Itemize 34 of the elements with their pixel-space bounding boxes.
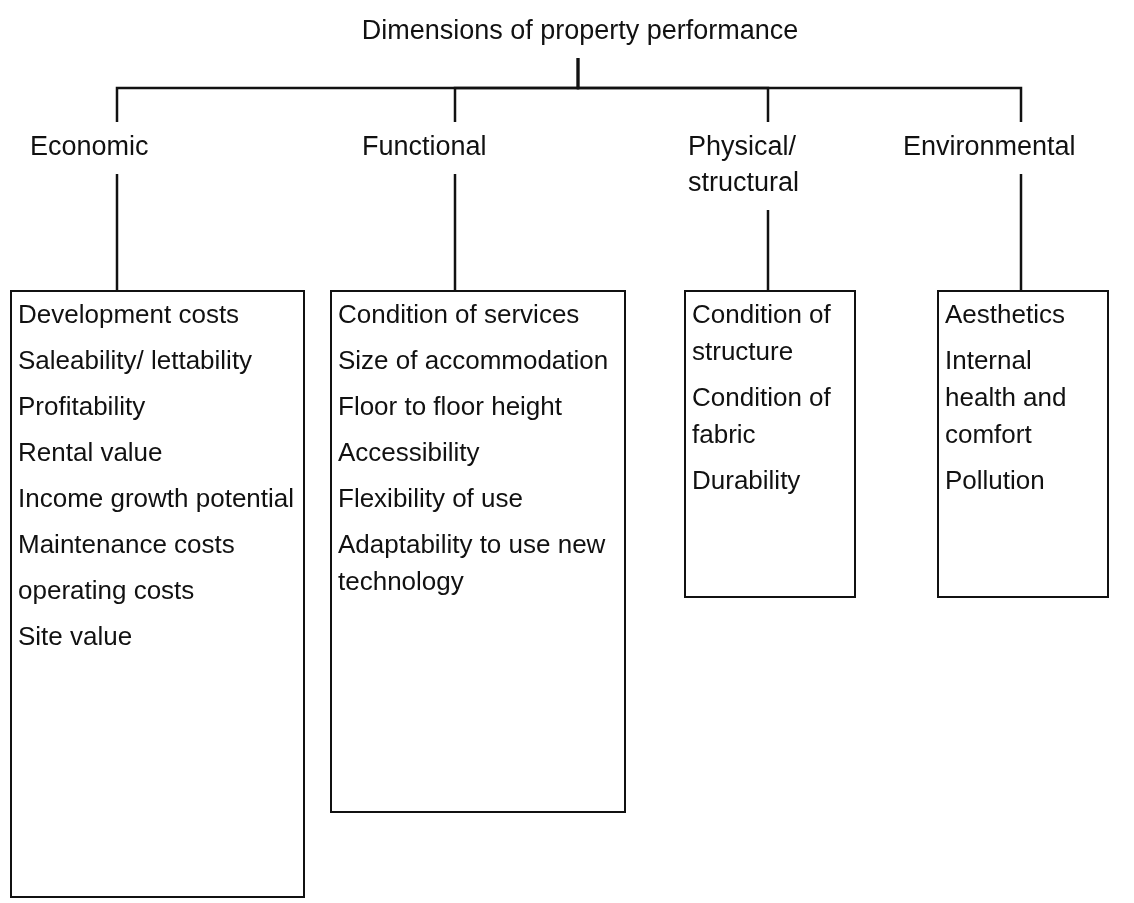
category-label: Economic <box>30 128 205 168</box>
list-item: Profitability <box>18 390 147 423</box>
list-box <box>937 290 1109 598</box>
category-label: Functional <box>362 128 552 168</box>
list-item: Aesthetics <box>945 298 1066 331</box>
list-item: Adaptability to use new technology <box>338 528 607 598</box>
connector-line <box>453 174 457 290</box>
connector-line <box>766 210 770 290</box>
list-item: Site value <box>18 620 134 653</box>
list-item: Maintenance costs <box>18 528 236 561</box>
list-item: Accessibility <box>338 436 481 469</box>
list-item: Condition of structure <box>692 298 832 368</box>
list-item: Rental value <box>18 436 164 469</box>
connector-line <box>576 58 1023 122</box>
connector-line <box>1019 174 1023 290</box>
connector-line <box>115 174 119 290</box>
list-item: Durability <box>692 464 802 497</box>
list-item: Income growth potential <box>18 482 296 515</box>
list-box <box>330 290 626 813</box>
list-item: Condition of services <box>338 298 581 331</box>
list-box <box>10 290 305 898</box>
list-item: Size of accommodation <box>338 344 610 377</box>
list-item: Condition of fabric <box>692 381 832 451</box>
list-item: Flexibility of use <box>338 482 524 515</box>
list-item: Development costs <box>18 298 241 331</box>
root-heading: Dimensions of property performance <box>330 12 830 52</box>
list-item: Internal health and comfort <box>945 344 1068 451</box>
list-item: operating costs <box>18 574 196 607</box>
list-item: Floor to floor height <box>338 390 563 423</box>
category-label: Physical/ structural <box>688 128 858 204</box>
list-item: Saleability/ lettability <box>18 344 254 377</box>
list-box <box>684 290 856 598</box>
list-item: Pollution <box>945 464 1046 497</box>
category-label: Environmental <box>903 128 1131 168</box>
